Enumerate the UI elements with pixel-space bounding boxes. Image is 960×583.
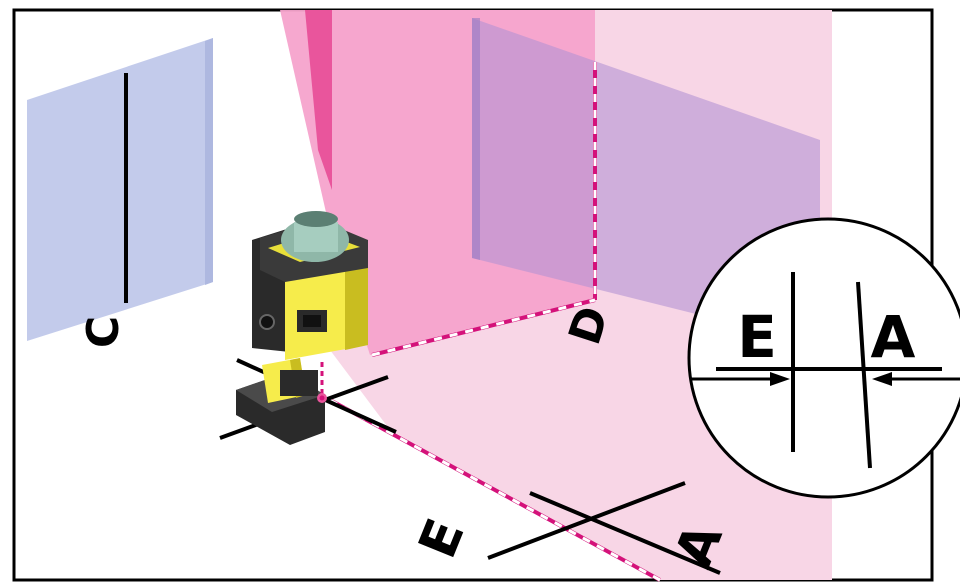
floor-mark-cross-line (487, 481, 686, 560)
inset-circle (687, 217, 960, 499)
floor-laser-line-front (329, 398, 661, 582)
plumb-laser-dot-core (319, 395, 325, 401)
instrument-dial (259, 314, 275, 330)
wall-c-label: C (78, 316, 129, 348)
inset-line-a (856, 281, 872, 469)
wall-c (27, 38, 213, 341)
inset-arrow-right-head (872, 372, 892, 386)
wall-d-edge (472, 18, 480, 260)
floor-laser-line-back-dash (371, 298, 596, 357)
instrument-body-front-shade (345, 250, 368, 350)
inset-arrow-left-head (770, 372, 790, 386)
floor-mark-e-line (529, 491, 721, 575)
inset-detail: E A (687, 217, 960, 499)
laser-plane-vertical-dark (305, 10, 332, 190)
instrument-clamp (280, 370, 318, 396)
instrument-turret-top (294, 211, 338, 227)
inset-e-label: E (737, 303, 777, 371)
instrument-window-inner (303, 315, 321, 327)
laser-level-instrument (236, 211, 368, 445)
inset-a-label: A (871, 303, 916, 371)
wall-c-edge (205, 38, 213, 285)
